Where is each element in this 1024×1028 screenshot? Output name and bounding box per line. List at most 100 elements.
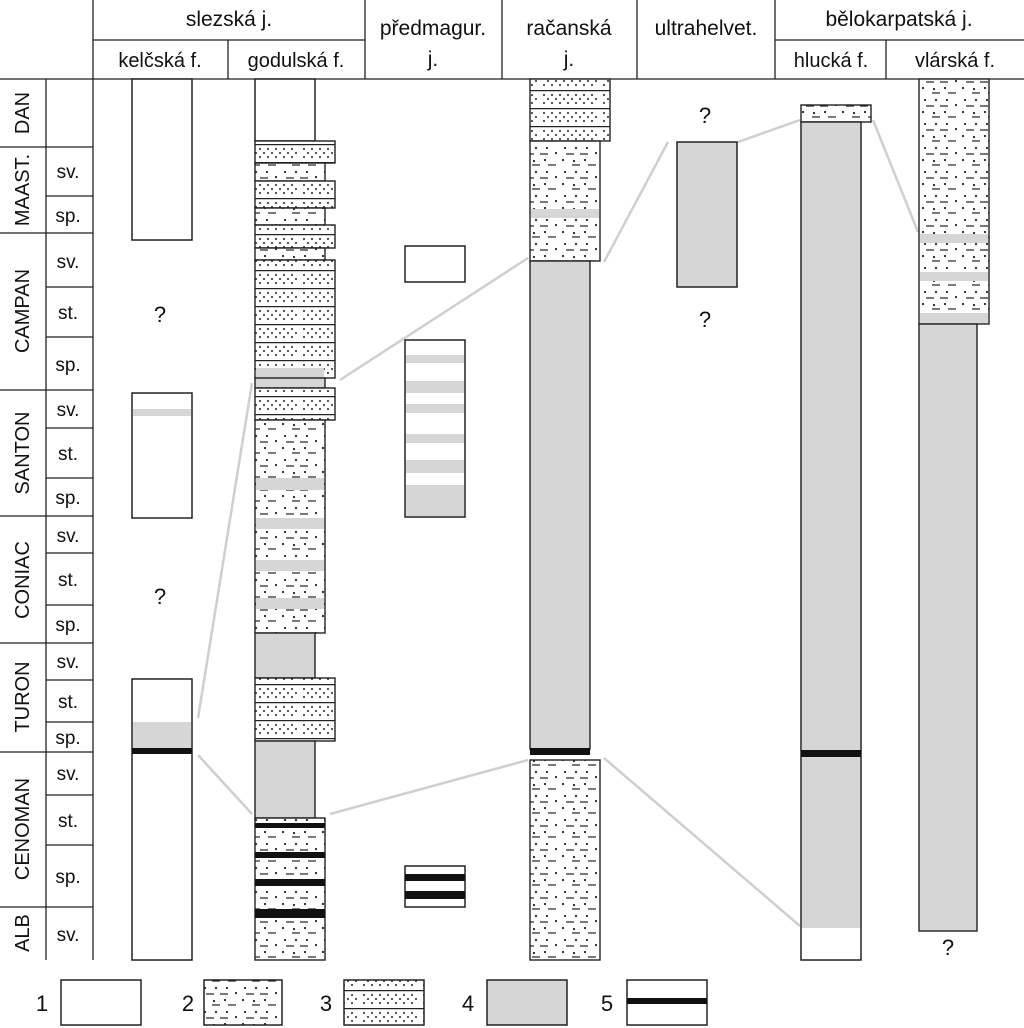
vlarska-gray-interval bbox=[918, 323, 978, 932]
header-hlucka: hlucká f. bbox=[794, 50, 868, 72]
substage-coniac-sv: sv. bbox=[57, 526, 80, 547]
substage-cenoman-sp: sp. bbox=[55, 867, 80, 888]
godulska-gray-bed bbox=[254, 377, 326, 389]
substage-coniac-st: st. bbox=[58, 570, 78, 591]
legend-number-4: 4 bbox=[462, 991, 474, 1016]
godulska-black-line bbox=[255, 823, 325, 828]
godulska-block-top bbox=[254, 78, 316, 142]
godulska-shale-interval bbox=[254, 817, 326, 961]
kelcska-block-upper bbox=[131, 78, 193, 241]
substage-cenoman-st: st. bbox=[58, 811, 78, 832]
stage-coniac: CONIAC bbox=[12, 541, 34, 619]
header-kelcska: kelčská f. bbox=[118, 50, 201, 72]
hlucka-shale-bed bbox=[800, 104, 872, 123]
godulska-sandstone-bed bbox=[254, 224, 336, 249]
ultrahelvet-question-mark-lower: ? bbox=[699, 307, 711, 332]
substage-maast-sp: sp. bbox=[55, 206, 80, 227]
godulska-shale-bed bbox=[254, 207, 326, 226]
godulska-sandstone-bed bbox=[254, 259, 336, 379]
header-racanska: račanská bbox=[526, 17, 612, 40]
vlarska-gray-band bbox=[920, 272, 988, 281]
substage-campan-sp: sp. bbox=[55, 355, 80, 376]
godulska-black-line bbox=[255, 909, 325, 918]
stage-alb: ALB bbox=[12, 914, 34, 952]
godulska-gray-interval bbox=[254, 632, 316, 679]
godulska-gray-interval bbox=[254, 740, 316, 819]
racanska-black-line bbox=[530, 748, 590, 755]
kelcska-gray-interval bbox=[133, 722, 191, 749]
legend-swatch-gray bbox=[486, 979, 568, 1026]
substage-turon-st: st. bbox=[58, 692, 78, 713]
legend: 1 2 3 4 5 bbox=[36, 979, 708, 1026]
header-predmagur-suffix: j. bbox=[427, 48, 439, 71]
godulska-shale-bed bbox=[254, 247, 326, 261]
header-predmagur: předmagur. bbox=[380, 17, 486, 40]
godulska-gray-band bbox=[256, 518, 324, 529]
column-predmagur bbox=[404, 245, 466, 908]
predmagur-gray-interval bbox=[406, 485, 464, 516]
godulska-black-line bbox=[255, 852, 325, 858]
legend-swatch-sandstone bbox=[343, 979, 425, 1026]
column-godulska bbox=[254, 78, 336, 961]
stage-dan: DAN bbox=[12, 92, 34, 134]
substage-cenoman-sv: sv. bbox=[57, 764, 80, 785]
header-racanska-suffix: j. bbox=[563, 48, 575, 71]
predmagur-block-top bbox=[404, 245, 466, 283]
stage-maast: MAAST. bbox=[12, 154, 34, 226]
racanska-shale-interval bbox=[529, 140, 601, 262]
godulska-sandstone-bed bbox=[254, 140, 336, 164]
predmagur-black-line bbox=[405, 874, 465, 881]
kelcska-question-mark-upper: ? bbox=[154, 302, 166, 327]
stage-cenoman: CENOMAN bbox=[12, 778, 34, 880]
kelcska-block-lower bbox=[131, 678, 193, 961]
predmagur-gray-band bbox=[406, 355, 464, 363]
predmagur-block-bottom bbox=[404, 865, 466, 908]
substage-turon-sp: sp. bbox=[55, 728, 80, 749]
godulska-gray-band bbox=[256, 368, 324, 378]
header-ultrahelvet: ultrahelvet. bbox=[655, 17, 758, 40]
predmagur-gray-band bbox=[406, 381, 464, 393]
stage-santon: SANTON bbox=[12, 412, 34, 495]
vlarska-shale-interval bbox=[918, 78, 990, 325]
stage-grid bbox=[0, 79, 93, 960]
hlucka-black-line bbox=[801, 750, 861, 757]
stage-turon: TURON bbox=[12, 661, 34, 732]
header-godulska: godulská f. bbox=[248, 50, 345, 72]
ultrahelvet-question-mark-upper: ? bbox=[699, 103, 711, 128]
godulska-shale-bed bbox=[254, 162, 326, 182]
legend-black-line bbox=[627, 998, 707, 1004]
legend-number-2: 2 bbox=[182, 991, 194, 1016]
header-vlarska: vlárská f. bbox=[915, 50, 995, 72]
predmagur-gray-band bbox=[406, 434, 464, 443]
correlation-lines bbox=[196, 118, 920, 927]
kelcska-gray-band bbox=[133, 409, 191, 416]
predmagur-gray-band bbox=[406, 460, 464, 473]
substage-campan-st: st. bbox=[58, 303, 78, 324]
substage-maast-sv: sv. bbox=[57, 162, 80, 183]
column-vlarska: ? bbox=[918, 78, 990, 960]
legend-number-1: 1 bbox=[36, 991, 48, 1016]
legend-swatch-shale bbox=[203, 979, 283, 1026]
column-hlucka bbox=[800, 104, 872, 961]
header-slezska: slezská j. bbox=[186, 8, 272, 31]
legend-number-3: 3 bbox=[320, 991, 332, 1016]
substage-santon-sp: sp. bbox=[55, 488, 80, 509]
substage-santon-sv: sv. bbox=[57, 400, 80, 421]
racanska-sandstone-bed bbox=[529, 78, 611, 142]
legend-number-5: 5 bbox=[601, 991, 613, 1016]
vlarska-question-mark: ? bbox=[942, 935, 954, 960]
header-belokarpatska: bělokarpatská j. bbox=[825, 8, 972, 31]
header-labels: slezská j. kelčská f. godulská f. předma… bbox=[118, 8, 995, 72]
stage-labels: DAN MAAST. CAMPAN SANTON CONIAC TURON CE… bbox=[12, 92, 81, 952]
predmagur-black-line bbox=[405, 891, 465, 899]
predmagur-gray-band bbox=[406, 404, 464, 413]
column-kelcska: ? ? bbox=[131, 78, 193, 961]
godulska-gray-band bbox=[256, 478, 324, 490]
godulska-sandstone-bed bbox=[254, 180, 336, 209]
substage-coniac-sp: sp. bbox=[55, 615, 80, 636]
racanska-gray-band bbox=[531, 209, 599, 218]
legend-swatch-white bbox=[60, 979, 142, 1026]
kelcska-black-line bbox=[132, 748, 192, 754]
godulska-gray-band bbox=[256, 560, 324, 571]
column-racanska bbox=[529, 78, 611, 961]
